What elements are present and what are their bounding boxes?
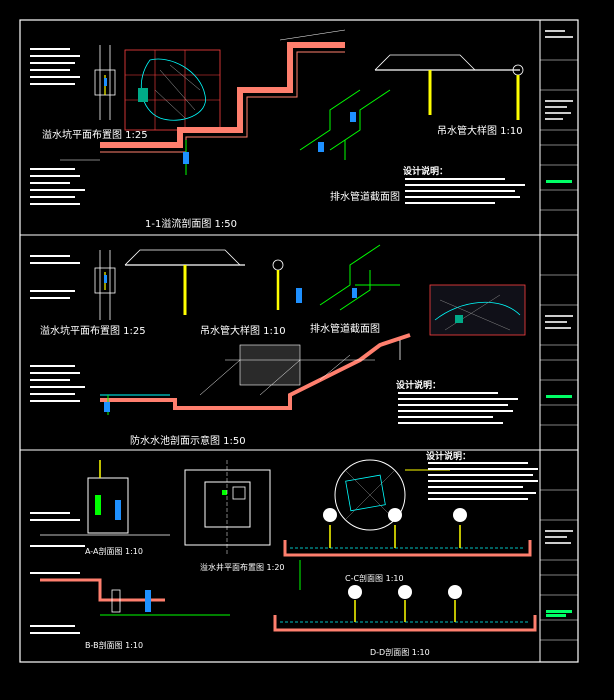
middle-leader-labels [30, 255, 85, 402]
top-drain-isometric [299, 89, 391, 160]
bottom-notes-lines [428, 462, 538, 500]
top-section-title: 1-1溢流剖面图 1:50 [145, 219, 237, 230]
middle-pool-section [100, 333, 411, 415]
middle-photo-inset [429, 284, 526, 336]
bottom-plan-view [184, 460, 271, 555]
top-notes-title: 设计说明： [403, 167, 449, 177]
top-section-stair [60, 29, 346, 175]
middle-detail-title: 吊水管大样图 1:10 [200, 326, 286, 337]
middle-plan-view [94, 250, 116, 320]
top-leader-labels [30, 48, 85, 205]
title-block-text-marks [546, 180, 572, 617]
bottom-circle-detail [334, 459, 450, 531]
bottom-section-c-title: C-C剖面图 1:10 [345, 574, 404, 583]
title-block [540, 59, 578, 641]
top-plan-title: 溢水坑平面布置图 1:25 [42, 130, 148, 141]
bottom-section-b [40, 578, 230, 616]
bottom-section-a [40, 460, 170, 536]
middle-notes-lines [398, 392, 518, 424]
top-detail-title: 吊水管大样图 1:10 [437, 126, 523, 137]
middle-pipe-detail [124, 249, 302, 315]
bottom-notes-title: 设计说明： [426, 452, 472, 462]
top-drain-title: 排水管道截面图 [330, 192, 400, 203]
title-block-small-text [545, 30, 573, 544]
middle-section-title: 防水水池剖面示意图 1:50 [130, 436, 246, 447]
bottom-section-b-title: B-B剖面图 1:10 [85, 641, 144, 650]
top-plan-view [94, 45, 221, 131]
bottom-fountain-section-d [273, 585, 537, 632]
middle-drain-title: 排水管道截面图 [310, 324, 380, 335]
bottom-plan-title: 溢水井平面布置图 1:20 [200, 563, 285, 572]
bottom-section-a-title: A-A剖面图 1:10 [85, 547, 143, 556]
top-pipe-detail [374, 54, 524, 120]
sheet-border [19, 19, 579, 663]
middle-plan-title: 溢水坑平面布置图 1:25 [40, 326, 146, 337]
top-notes-lines [405, 178, 525, 204]
bottom-fountain-section-c [283, 508, 532, 590]
middle-drain-isometric [319, 244, 400, 311]
bottom-leader-labels [30, 512, 85, 634]
bottom-section-d-title: D-D剖面图 1:10 [370, 648, 430, 657]
middle-notes-title: 设计说明： [396, 381, 442, 391]
